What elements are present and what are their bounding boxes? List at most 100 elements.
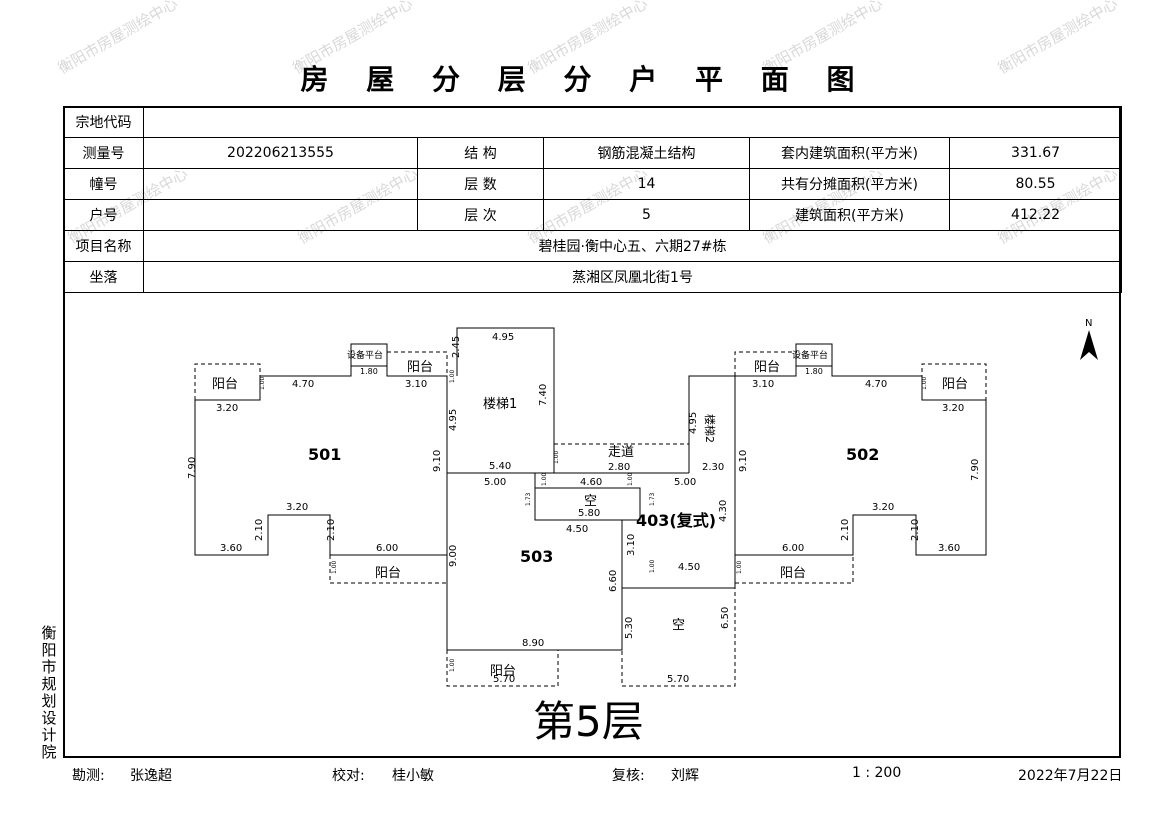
survey-no-label: 测量号 <box>63 137 144 169</box>
project-value: 碧桂园·衡中心五、六期27#栋 <box>142 230 1123 262</box>
dim-label: 3.10 <box>626 534 637 556</box>
dim-label: 4.95 <box>492 332 514 343</box>
location-value: 蒸湘区凤凰北街1号 <box>142 261 1123 293</box>
dim-label: 2.10 <box>910 519 921 541</box>
dim-label: 4.70 <box>292 379 314 390</box>
date: 2022年7月22日 <box>1018 768 1123 784</box>
surveyor-name: 张逸超 <box>130 768 172 784</box>
inner-area-value: 331.67 <box>948 137 1123 169</box>
dim-label: 6.00 <box>782 543 804 554</box>
dim-label: 9.10 <box>738 450 749 472</box>
room-label: 阳台 <box>942 377 968 392</box>
dim-label: 2.10 <box>840 519 851 541</box>
room-label: 阳台 <box>375 566 401 581</box>
dim-label: 6.50 <box>720 607 731 629</box>
room-label: 阳台 <box>490 664 516 679</box>
dim-label: 3.20 <box>286 502 308 513</box>
north-label: N <box>1085 318 1092 329</box>
floors-value: 14 <box>543 168 750 200</box>
dim-label: 4.95 <box>448 409 459 431</box>
room-label: 空 <box>584 494 597 509</box>
dim-label: 7.90 <box>187 457 198 479</box>
equipment-label: 设备平台 <box>347 349 383 361</box>
dim-label: 5.70 <box>667 674 689 685</box>
checker-name: 桂小敏 <box>392 768 434 784</box>
unit-501-outline <box>194 365 448 556</box>
dim-label: 5.40 <box>489 461 511 472</box>
structure-label: 结 构 <box>417 137 544 169</box>
unit-label-403: 403(复式) <box>636 511 716 530</box>
dim-label: 9.10 <box>432 450 443 472</box>
north-arrow-icon <box>1080 330 1098 360</box>
room-label: 阳台 <box>407 360 433 375</box>
dim-label: 1.80 <box>360 367 378 376</box>
institute-vertical-label: 衡阳市规划设计院 <box>41 624 57 761</box>
balcony-left-top <box>194 363 261 400</box>
unit-no-label: 户号 <box>63 199 144 231</box>
building-area-value: 412.22 <box>948 199 1123 231</box>
dim-label: 2.80 <box>608 462 630 473</box>
reviewer-label: 复核: <box>612 768 645 784</box>
dim-label: 3.20 <box>942 403 964 414</box>
dim-label: 3.10 <box>405 379 427 390</box>
dim-label: 7.40 <box>538 384 549 406</box>
dim-label: 5.00 <box>674 477 696 488</box>
dim-label: 4.30 <box>718 500 729 522</box>
dim-label: 4.70 <box>865 379 887 390</box>
dim-label: 5.30 <box>624 617 635 639</box>
dim-label: 3.60 <box>220 543 242 554</box>
room-label: 阳台 <box>212 377 238 392</box>
dim-label: 3.20 <box>216 403 238 414</box>
dim-label: 4.95 <box>688 412 699 434</box>
balcony-right-top <box>921 363 987 400</box>
dim-label: 3.10 <box>752 379 774 390</box>
dim-label: 4.50 <box>678 562 700 573</box>
void-403 <box>621 588 736 687</box>
dim-label: 1.00 <box>449 658 456 672</box>
room-label: 空 <box>672 618 685 633</box>
dim-label: 5.70 <box>493 674 515 685</box>
dim-label: 2.30 <box>702 462 724 473</box>
surveyor-label: 勘测: <box>72 768 105 784</box>
scale: 1 : 200 <box>852 765 902 781</box>
shared-area-value: 80.55 <box>948 168 1123 200</box>
equipment-label: 设备平台 <box>792 349 828 361</box>
dim-label: 6.00 <box>376 543 398 554</box>
dim-label: 4.60 <box>580 477 602 488</box>
dim-label: 3.20 <box>872 502 894 513</box>
project-label: 项目名称 <box>63 230 144 262</box>
dim-label: 2.45 <box>451 336 462 358</box>
unit-label-501: 501 <box>308 445 341 464</box>
dim-label: 1.00 <box>921 376 928 390</box>
room-label: 阳台 <box>754 360 780 375</box>
dim-label: 7.90 <box>970 459 981 481</box>
dim-label: 1.00 <box>541 472 548 486</box>
floor-caption: 第5层 <box>533 697 644 746</box>
unit-label-503: 503 <box>520 547 553 566</box>
building-no-value <box>143 168 418 200</box>
dim-label: 1.73 <box>649 492 656 506</box>
balcony-503 <box>446 650 559 687</box>
dim-label: 8.90 <box>522 638 544 649</box>
dim-label: 1.00 <box>331 560 338 574</box>
dim-label: 1.00 <box>553 450 560 464</box>
stair-2-outline <box>688 375 735 473</box>
dim-label: 5.00 <box>484 477 506 488</box>
building-area-label: 建筑面积(平方米) <box>749 199 950 231</box>
balcony-left-bottom <box>329 555 447 584</box>
balcony-left-mid <box>386 351 448 376</box>
dim-label: 3.60 <box>938 543 960 554</box>
building-no-label: 幢号 <box>63 168 144 200</box>
shared-area-label: 共有分摊面积(平方米) <box>749 168 950 200</box>
dim-label: 2.10 <box>326 519 337 541</box>
reviewer-name: 刘辉 <box>671 768 699 784</box>
dim-label: 6.60 <box>608 570 619 592</box>
room-label: 楼梯1 <box>483 397 517 412</box>
dim-label: 1.00 <box>627 472 634 486</box>
balcony-right-bottom <box>734 555 854 584</box>
dim-label: 1.00 <box>649 559 656 573</box>
room-label: 阳台 <box>780 566 806 581</box>
room-label: 走道 <box>608 445 634 460</box>
page-title: 房 屋 分 层 分 户 平 面 图 <box>300 63 869 96</box>
